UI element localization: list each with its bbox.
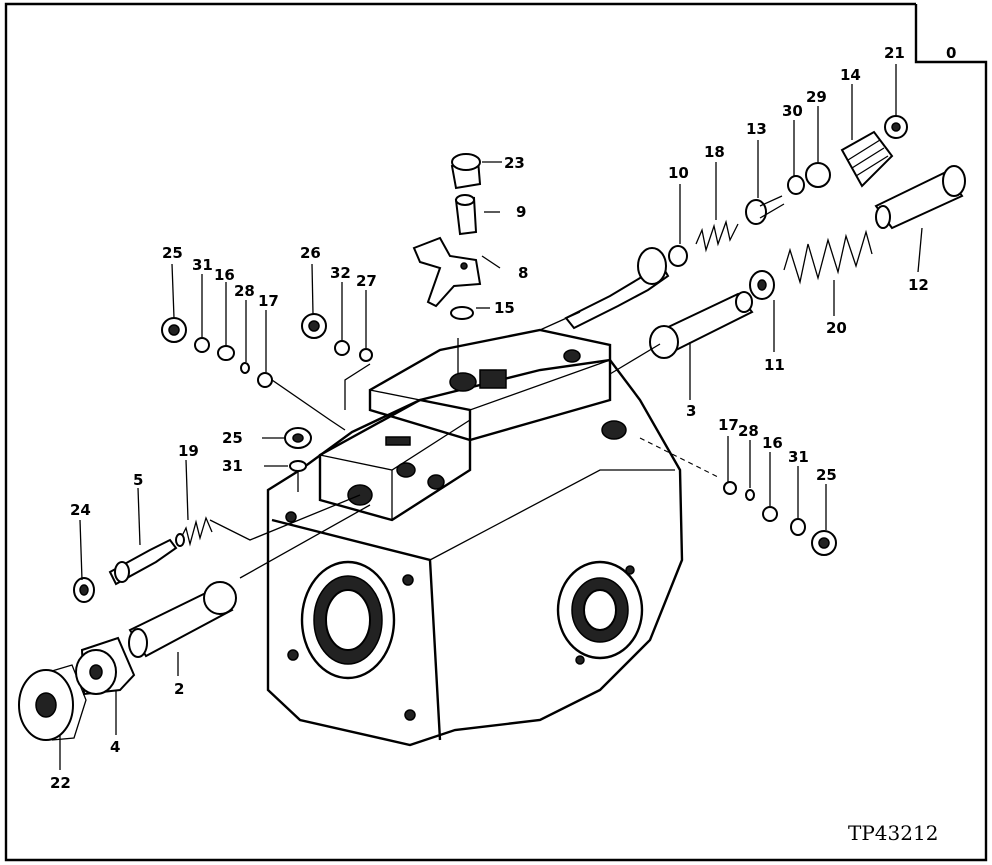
frame-border <box>4 2 988 862</box>
callout-17-right: 17 <box>718 416 739 434</box>
part-spool-upper <box>564 247 670 330</box>
part-plug-26 <box>301 313 373 362</box>
callout-25-right: 25 <box>816 466 837 484</box>
callout-31-right: 31 <box>788 448 809 466</box>
part-pin-9 <box>454 194 478 236</box>
callout-5: 5 <box>133 471 143 489</box>
callout-31-left: 31 <box>192 256 213 274</box>
part-nut-21 <box>884 115 908 139</box>
callout-22: 22 <box>50 774 71 792</box>
callout-32: 32 <box>330 264 351 282</box>
callout-29: 29 <box>806 88 827 106</box>
callout-25-center: 25 <box>222 429 243 447</box>
callout-17-left: 17 <box>258 292 279 310</box>
part-piston-3 <box>649 291 754 359</box>
callout-8: 8 <box>518 264 528 282</box>
part-spool-5 <box>108 538 178 586</box>
callout-14: 14 <box>840 66 861 84</box>
callout-10: 10 <box>668 164 689 182</box>
part-seat-11 <box>749 270 775 300</box>
part-adjuster-14 <box>840 130 894 188</box>
callout-15: 15 <box>494 299 515 317</box>
leader-lines <box>59 64 923 770</box>
part-spring-20 <box>783 229 873 285</box>
callout-3: 3 <box>686 402 696 420</box>
callout-16-right: 16 <box>762 434 783 452</box>
callout-26: 26 <box>300 244 321 262</box>
part-sleeve-4 <box>75 636 136 696</box>
pump-housing <box>266 328 684 747</box>
callout-9: 9 <box>516 203 526 221</box>
callout-18: 18 <box>704 143 725 161</box>
part-spring-18 <box>668 219 739 267</box>
callout-30: 30 <box>782 102 803 120</box>
part-spring-19 <box>175 516 213 547</box>
callout-27: 27 <box>356 272 377 290</box>
callout-12: 12 <box>908 276 929 294</box>
part-small-seals-left <box>194 337 273 388</box>
part-plug-25-left <box>161 317 187 343</box>
callout-23: 23 <box>504 154 525 172</box>
callout-0: 0 <box>946 44 956 62</box>
callout-2: 2 <box>174 680 184 698</box>
callout-13: 13 <box>746 120 767 138</box>
part-piston-2 <box>128 581 237 658</box>
callout-11: 11 <box>764 356 785 374</box>
part-plug-24 <box>73 577 95 603</box>
part-washer-15 <box>450 306 474 320</box>
part-plug-25-center <box>284 427 312 472</box>
callout-28-left: 28 <box>234 282 255 300</box>
part-cap-23 <box>450 153 482 190</box>
callout-31-center: 31 <box>222 457 243 475</box>
callout-16-left: 16 <box>214 266 235 284</box>
callout-21: 21 <box>884 44 905 62</box>
callout-24: 24 <box>70 501 91 519</box>
callout-19: 19 <box>178 442 199 460</box>
part-rod-12 <box>874 165 966 230</box>
part-small-seals-right <box>723 481 837 556</box>
part-plug-22 <box>18 664 87 741</box>
part-orings-29-30 <box>787 162 831 195</box>
part-lever-8 <box>412 236 482 308</box>
drawing-reference-code: TP43212 <box>848 821 938 845</box>
callout-labels: 0 2 3 4 5 8 9 10 11 12 13 14 15 16 16 17… <box>50 44 956 792</box>
callout-25-left: 25 <box>162 244 183 262</box>
callout-28-right: 28 <box>738 422 759 440</box>
callout-4: 4 <box>110 738 120 756</box>
callout-20: 20 <box>826 319 847 337</box>
part-screw-13 <box>745 195 785 225</box>
